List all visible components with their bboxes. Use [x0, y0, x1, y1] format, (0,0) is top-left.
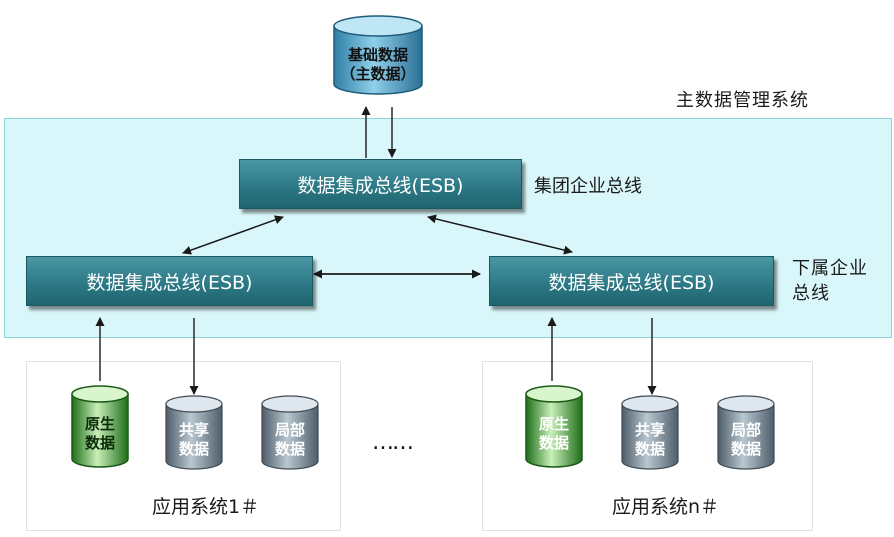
appn-shared-line1: 共享	[634, 421, 665, 440]
right-sub-esb-label: 数据集成总线(ESB)	[548, 271, 715, 294]
app1-shared-line1: 共享	[178, 421, 209, 440]
appn-local-data-label: 局部 数据	[718, 418, 774, 462]
appn-native-data-label: 原生 数据	[526, 412, 582, 456]
master-data-cylinder	[333, 15, 423, 95]
right-sub-esb-box: 数据集成总线(ESB)	[489, 256, 774, 306]
appn-native-line2: 数据	[538, 434, 569, 452]
appn-shared-line2: 数据	[634, 440, 665, 458]
group-esb-box: 数据集成总线(ESB)	[239, 159, 522, 209]
app1-shared-line2: 数据	[178, 440, 209, 458]
app1-shared-data-cylinder	[165, 395, 223, 470]
app1-local-line1: 局部	[274, 421, 305, 440]
appn-local-line1: 局部	[730, 421, 761, 440]
appn-native-data-cylinder	[525, 385, 583, 468]
appn-local-data-cylinder	[717, 395, 775, 470]
master-data-line2: （主数据）	[340, 65, 416, 83]
appn-local-line2: 数据	[730, 440, 761, 458]
group-bus-label: 集团企业总线	[534, 176, 642, 197]
app1-native-data-cylinder	[71, 385, 129, 468]
arrow-right-to-group-esb	[427, 214, 573, 253]
appn-title: 应用系统n＃	[612, 496, 720, 518]
subsidiary-bus-label: 下属企业 总线	[792, 258, 868, 304]
left-sub-esb-box: 数据集成总线(ESB)	[26, 256, 313, 306]
master-data-label: 基础数据 （主数据）	[334, 40, 422, 90]
app1-native-data-label: 原生 数据	[72, 412, 128, 456]
app1-native-line1: 原生	[84, 415, 115, 434]
app1-local-data-label: 局部 数据	[262, 418, 318, 462]
master-data-line1: 基础数据	[347, 46, 408, 65]
mdm-system-label: 主数据管理系统	[676, 90, 809, 111]
app1-shared-data-label: 共享 数据	[166, 418, 222, 462]
subsidiary-bus-line1: 下属企业	[792, 258, 868, 279]
appn-native-line1: 原生	[538, 415, 569, 434]
subsidiary-bus-line2: 总线	[792, 282, 830, 304]
app1-local-line2: 数据	[274, 440, 305, 458]
app1-title: 应用系统1＃	[152, 496, 260, 518]
left-sub-esb-label: 数据集成总线(ESB)	[86, 271, 253, 294]
group-esb-label: 数据集成总线(ESB)	[297, 174, 464, 197]
appn-shared-data-label: 共享 数据	[622, 418, 678, 462]
appn-shared-data-cylinder	[621, 395, 679, 470]
app1-local-data-cylinder	[261, 395, 319, 470]
arrow-left-to-group-esb	[182, 215, 284, 254]
app1-native-line2: 数据	[84, 434, 115, 452]
ellipsis: ……	[372, 430, 414, 455]
